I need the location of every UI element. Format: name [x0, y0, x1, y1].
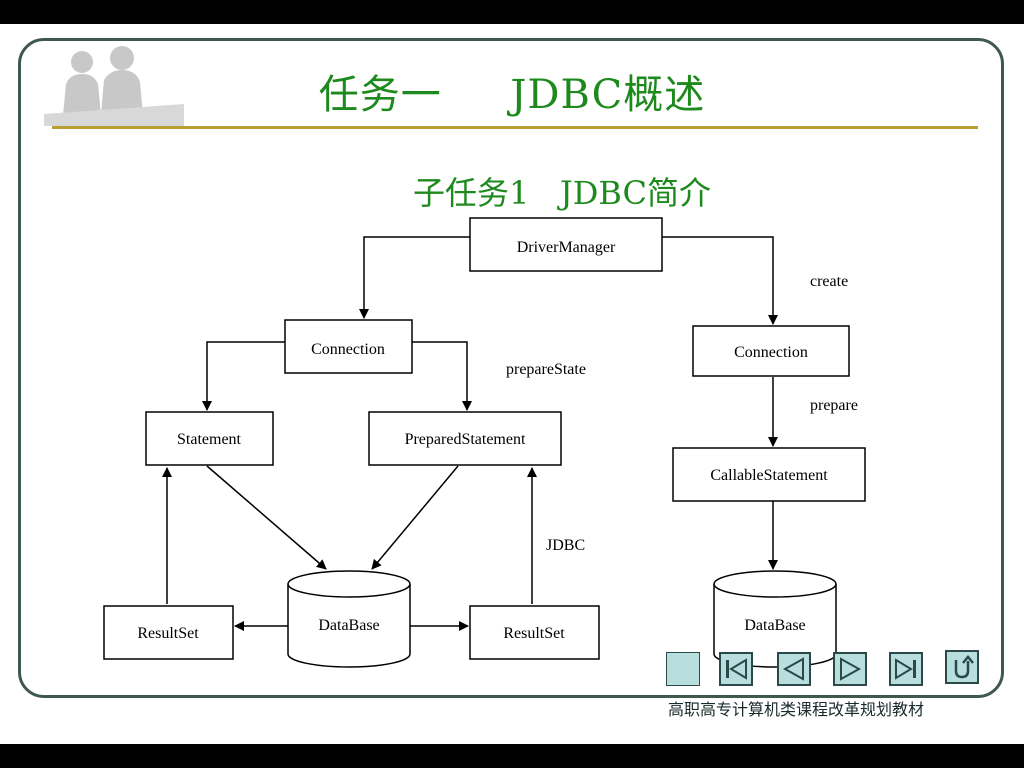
return-button[interactable]: [945, 650, 979, 684]
business-people-logo: [44, 46, 184, 126]
node-database-left-cylinder: [287, 570, 411, 668]
node-database-left-label: DataBase: [318, 617, 379, 634]
edge-prepared-to-database: [371, 465, 459, 570]
return-icon: [954, 655, 974, 679]
first-page-button[interactable]: [719, 652, 753, 686]
edge-statement-to-database: [206, 465, 327, 570]
title-divider: [52, 126, 978, 129]
edge-connection-to-statement: [202, 341, 285, 411]
edge-label-jdbc: JDBC: [546, 537, 585, 554]
edge-label-preparestate: prepareState: [506, 361, 586, 378]
edge-driver-to-connection-right: [662, 236, 778, 325]
node-statement-box: [145, 411, 274, 466]
node-drivermanager-box: [469, 217, 663, 272]
blank-nav-button[interactable]: [666, 652, 700, 686]
node-connection-right-label: Connection: [734, 344, 808, 361]
node-callablestatement-box: [672, 447, 866, 502]
first-page-icon: [726, 658, 747, 680]
next-page-button[interactable]: [833, 652, 867, 686]
node-database-right-cylinder: [713, 570, 837, 668]
node-connection-left-label: Connection: [311, 341, 385, 358]
node-resultset-right-box: [469, 605, 600, 660]
node-preparedstatement-label: PreparedStatement: [405, 431, 526, 448]
edge-connection-to-prepared: [412, 341, 472, 411]
node-callablestatement-label: CallableStatement: [710, 467, 828, 484]
edge-label-prepare: prepare: [810, 397, 858, 414]
node-connection-left-box: [284, 319, 413, 374]
node-resultset-right-label: ResultSet: [503, 625, 565, 642]
node-resultset-left-box: [103, 605, 234, 660]
previous-page-button[interactable]: [777, 652, 811, 686]
last-page-icon: [895, 658, 916, 680]
slide-title: 任务一 JDBC概述: [318, 72, 706, 118]
slide-frame: [18, 38, 1004, 698]
node-drivermanager-label: DriverManager: [517, 239, 616, 256]
node-resultset-left-label: ResultSet: [137, 625, 199, 642]
node-statement-label: Statement: [177, 431, 242, 448]
slide-subtitle: 子任务1 JDBC简介: [413, 174, 711, 212]
node-connection-right-box: [692, 325, 850, 377]
next-icon: [840, 657, 862, 681]
footer-text: 高职高专计算机类课程改革规划教材: [668, 700, 925, 719]
node-database-right-label: DataBase: [744, 617, 805, 634]
last-page-button[interactable]: [889, 652, 923, 686]
node-preparedstatement-box: [368, 411, 562, 466]
previous-icon: [782, 657, 804, 681]
edge-label-create: create: [810, 273, 848, 290]
edge-driver-to-connection-left: [359, 236, 470, 319]
